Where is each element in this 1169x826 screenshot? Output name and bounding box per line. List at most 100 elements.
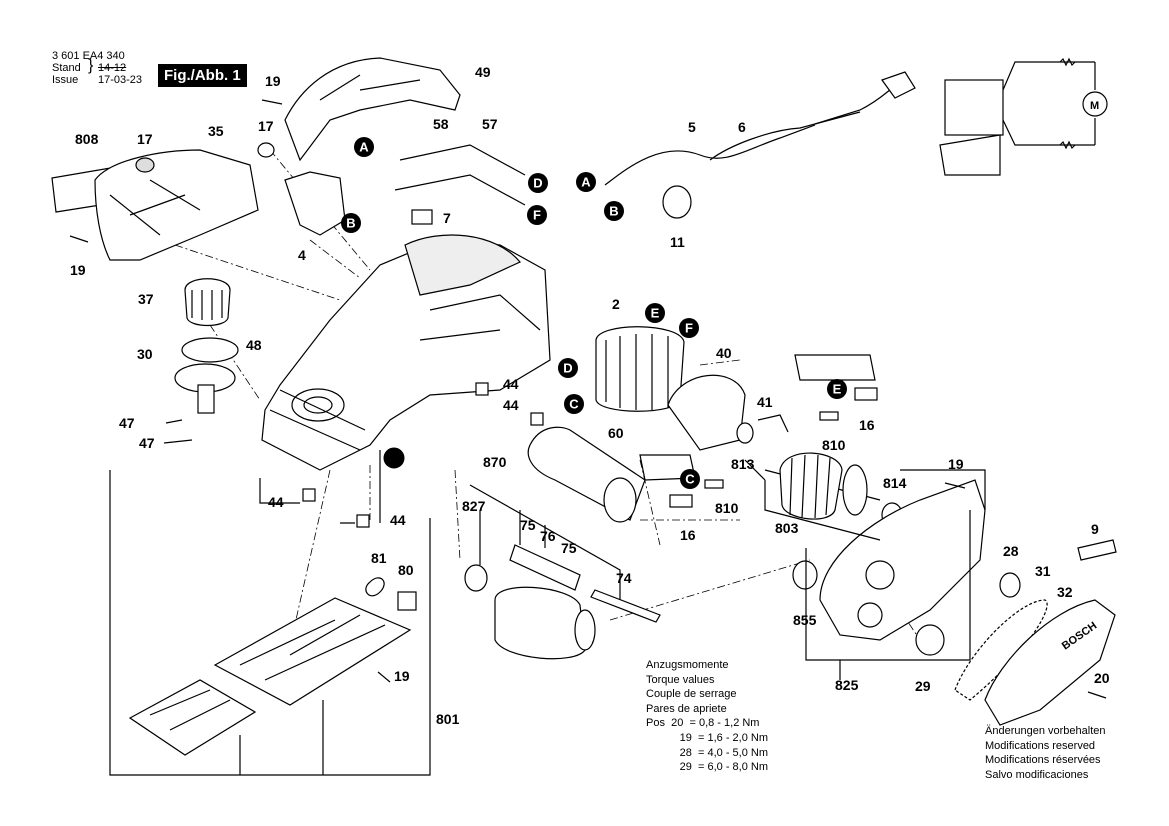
part-label: 28 xyxy=(1003,543,1019,559)
part-label: 17 xyxy=(137,131,153,147)
stand-value: 14-12 xyxy=(98,62,127,74)
connector-marker: A xyxy=(354,137,374,157)
part-label: 44 xyxy=(503,376,519,392)
part-label: 16 xyxy=(859,417,875,433)
note-fr: Modifications réservées xyxy=(985,754,1101,767)
svg-text:F: F xyxy=(685,321,693,336)
part-label: 57 xyxy=(482,116,498,132)
part-number: 3 601 EA4 340 xyxy=(52,50,125,62)
svg-text:C: C xyxy=(685,472,695,487)
torque-value: = 6,0 - 8,0 Nm xyxy=(698,761,769,774)
part-label: 803 xyxy=(775,520,799,536)
torque-values: Anzugsmomente Torque values Couple de se… xyxy=(646,658,768,775)
part-label: 60 xyxy=(608,425,624,441)
part-label: 40 xyxy=(716,345,732,361)
part-label: 44 xyxy=(503,397,519,413)
stand-label: Stand xyxy=(52,62,81,74)
part-label: 75 xyxy=(520,517,536,533)
torque-row: 29 = 6,0 - 8,0 Nm xyxy=(646,760,768,775)
svg-text:M: M xyxy=(1090,100,1099,112)
torque-row: 28 = 4,0 - 5,0 Nm xyxy=(646,746,768,761)
torque-pos: 20 xyxy=(671,717,684,730)
connector-marker: E xyxy=(645,303,665,323)
svg-text:D: D xyxy=(563,361,572,376)
part-label: 48 xyxy=(246,337,262,353)
connector-marker: A xyxy=(383,447,405,469)
part-label: 11 xyxy=(670,234,685,250)
part-label: 870 xyxy=(483,454,507,470)
part-label: 4 xyxy=(298,247,306,263)
connector-marker: F xyxy=(679,318,699,338)
part-label: 44 xyxy=(268,494,284,510)
note-en: Modifications reserved xyxy=(985,739,1096,752)
connector-marker: A xyxy=(576,172,596,192)
torque-row: 19 = 1,6 - 2,0 Nm xyxy=(646,731,768,746)
connector-marker: C xyxy=(680,469,700,489)
part-label: 37 xyxy=(138,291,154,307)
part-label: 32 xyxy=(1057,584,1073,600)
part-label: 31 xyxy=(1035,563,1051,579)
part-label: 19 xyxy=(70,262,86,278)
torque-title-de: Anzugsmomente xyxy=(646,659,729,671)
figure-label: Fig./Abb. 1 xyxy=(158,64,247,87)
svg-text:F: F xyxy=(533,208,541,223)
svg-text:A: A xyxy=(389,451,399,466)
part-label: 7 xyxy=(443,210,451,226)
part-label: 810 xyxy=(822,437,846,453)
part-label: 20 xyxy=(1094,670,1110,686)
part-label: 6 xyxy=(738,119,746,135)
part-label: 75 xyxy=(561,540,577,556)
part-label: 810 xyxy=(715,500,739,516)
connector-marker: F xyxy=(527,205,547,225)
torque-title-es: Pares de apriete xyxy=(646,702,727,715)
connector-marker: B xyxy=(604,201,624,221)
svg-text:D: D xyxy=(533,176,542,191)
torque-pos-label: Pos xyxy=(646,717,665,730)
svg-text:E: E xyxy=(833,382,842,397)
svg-text:E: E xyxy=(651,306,660,321)
svg-text:B: B xyxy=(346,216,355,231)
part-label: 2 xyxy=(612,296,620,312)
torque-value: = 4,0 - 5,0 Nm xyxy=(698,746,769,759)
torque-value: = 1,6 - 2,0 Nm xyxy=(698,731,769,744)
torque-pos: 19 xyxy=(679,731,692,744)
issue-label: Issue xyxy=(52,74,79,86)
part-label: 855 xyxy=(793,612,817,628)
part-label: 827 xyxy=(462,498,486,514)
note-es: Salvo modificaciones xyxy=(985,768,1089,781)
part-label: 81 xyxy=(371,550,387,566)
svg-text:C: C xyxy=(569,397,579,412)
part-label: 814 xyxy=(883,475,907,491)
part-label: 825 xyxy=(835,677,859,693)
issue-value: 17-03-23 xyxy=(98,74,143,86)
part-label: 801 xyxy=(436,711,460,727)
part-label: 49 xyxy=(475,64,491,80)
torque-pos: 28 xyxy=(679,746,692,759)
connector-marker: E xyxy=(827,379,847,399)
torque-row: Pos 20 = 0,8 - 1,2 Nm xyxy=(646,716,768,731)
part-label: 74 xyxy=(616,570,632,586)
part-label: 813 xyxy=(731,456,755,472)
connector-marker: D xyxy=(558,358,578,378)
part-label: 29 xyxy=(915,678,931,694)
torque-value: = 0,8 - 1,2 Nm xyxy=(689,717,760,730)
part-label: 44 xyxy=(390,512,406,528)
part-label: 19 xyxy=(265,73,281,89)
part-label: 30 xyxy=(137,346,153,362)
note-de: Änderungen vorbehalten xyxy=(985,725,1106,737)
part-label: 19 xyxy=(948,456,964,472)
connector-marker: B xyxy=(341,213,361,233)
part-label: 58 xyxy=(433,116,449,132)
torque-title-fr: Couple de serrage xyxy=(646,688,737,701)
svg-text:B: B xyxy=(609,204,618,219)
modification-notes: Änderungen vorbehalten Modifications res… xyxy=(985,724,1105,782)
torque-title-en: Torque values xyxy=(646,673,715,686)
part-label: 47 xyxy=(139,435,155,451)
part-label: 47 xyxy=(119,415,135,431)
connector-marker: D xyxy=(528,173,548,193)
connector-marker: C xyxy=(564,394,584,414)
part-label: 5 xyxy=(688,119,696,135)
part-label: 80 xyxy=(398,562,414,578)
svg-text:A: A xyxy=(581,175,591,190)
